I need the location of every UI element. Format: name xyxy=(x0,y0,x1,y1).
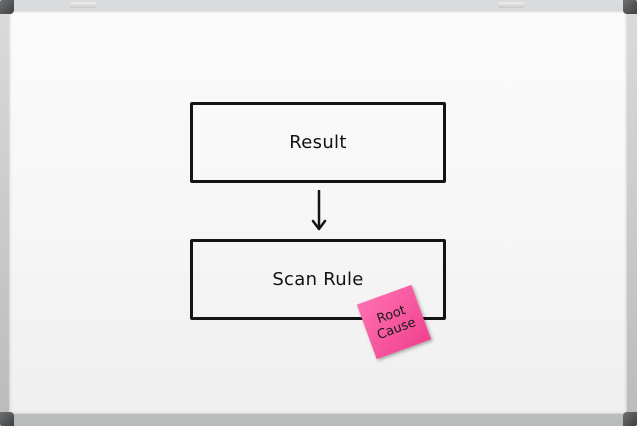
scan-rule-box: Scan Rule xyxy=(190,239,446,320)
frame-clip xyxy=(70,2,96,8)
frame-corner-cap xyxy=(0,412,14,426)
frame-clip xyxy=(498,2,524,8)
result-box: Result xyxy=(190,102,446,183)
frame-corner-cap xyxy=(623,0,637,14)
scan-rule-label: Scan Rule xyxy=(272,269,364,290)
result-label: Result xyxy=(289,132,347,153)
frame-corner-cap xyxy=(623,412,637,426)
down-arrow-icon xyxy=(311,190,327,231)
frame-corner-cap xyxy=(0,0,14,14)
